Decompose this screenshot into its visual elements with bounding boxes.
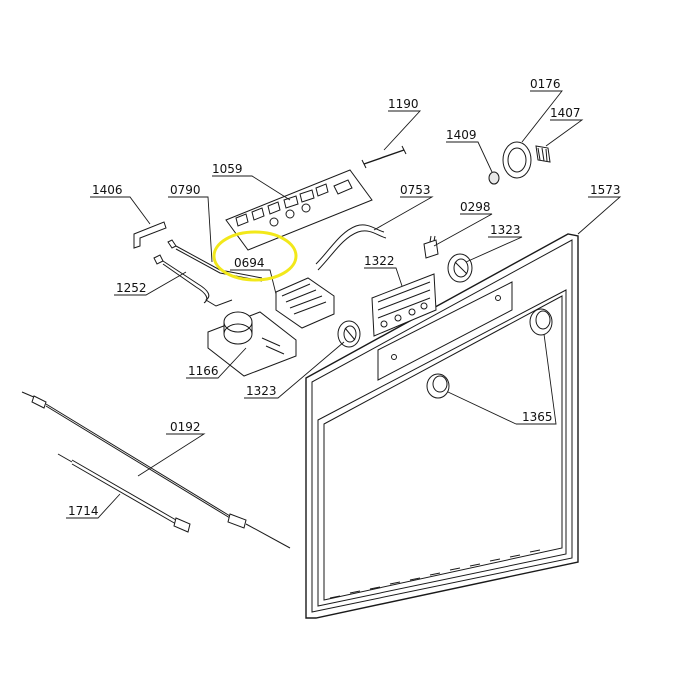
wiring-1252 bbox=[153, 254, 233, 307]
rotary-1323-upper bbox=[447, 253, 473, 283]
washer-1409 bbox=[488, 171, 500, 185]
label-1573: 1573 bbox=[590, 183, 621, 197]
label-0694: 0694 bbox=[234, 256, 265, 270]
sensor-probe-1714 bbox=[57, 453, 191, 533]
control-module-1322 bbox=[371, 273, 437, 337]
rotary-1323-lower bbox=[337, 320, 361, 348]
leader-lines bbox=[66, 90, 622, 519]
front-frame-1573 bbox=[305, 233, 579, 619]
label-1407: 1407 bbox=[550, 106, 581, 120]
label-1323-lower: 1323 bbox=[246, 384, 277, 398]
bracket-1406 bbox=[133, 221, 167, 249]
label-1322: 1322 bbox=[364, 254, 395, 268]
switch-0298 bbox=[423, 235, 439, 259]
label-1714: 1714 bbox=[68, 504, 99, 518]
label-1166: 1166 bbox=[188, 364, 219, 378]
relay-module-0694 bbox=[275, 277, 335, 329]
label-0790: 0790 bbox=[170, 183, 201, 197]
ribbon-cable-1190 bbox=[361, 145, 407, 169]
knob-1365-left bbox=[426, 373, 450, 399]
label-1323-upper: 1323 bbox=[490, 223, 521, 237]
knob-insert-1407 bbox=[535, 145, 551, 163]
knob-1365-right bbox=[529, 308, 553, 336]
label-0298: 0298 bbox=[460, 200, 491, 214]
label-0753: 0753 bbox=[400, 183, 431, 197]
ribbon-cable-0753 bbox=[315, 224, 387, 271]
ring-0176 bbox=[502, 141, 532, 179]
label-1252: 1252 bbox=[116, 281, 147, 295]
label-1059: 1059 bbox=[212, 162, 243, 176]
highlight-ellipse bbox=[212, 230, 298, 282]
label-0192: 0192 bbox=[170, 420, 201, 434]
label-0176: 0176 bbox=[530, 77, 561, 91]
sensor-probe-0192 bbox=[21, 391, 291, 549]
main-board-1059 bbox=[225, 169, 373, 251]
motor-assembly-1166 bbox=[207, 311, 297, 377]
label-1406: 1406 bbox=[92, 183, 123, 197]
label-1409: 1409 bbox=[446, 128, 477, 142]
label-1365: 1365 bbox=[522, 410, 553, 424]
label-1190: 1190 bbox=[388, 97, 419, 111]
